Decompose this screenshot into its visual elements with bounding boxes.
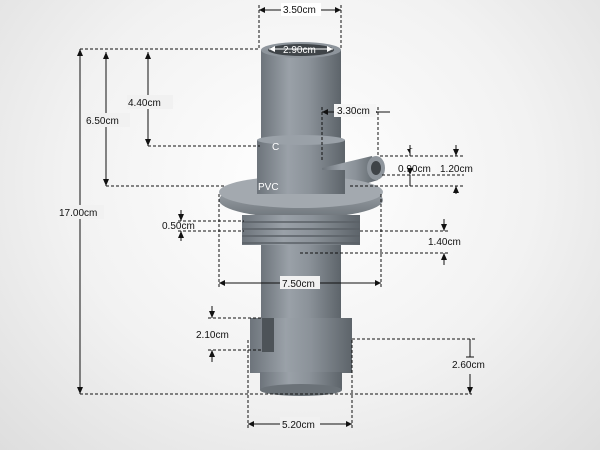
total-height-label: 17.00cm: [59, 208, 97, 219]
flange-thickness-label: 0.50cm: [162, 221, 195, 232]
dim-flange-thickness: 0.50cm: [162, 210, 244, 241]
side-outlet-offset-label: 3.30cm: [337, 106, 370, 117]
thread-section: [242, 215, 360, 245]
dim-total-height: 17.00cm: [58, 48, 472, 395]
height-to-flange-label: 6.50cm: [86, 116, 119, 127]
dim-thread-length: 1.40cm: [300, 219, 461, 265]
side-outlet-diameter-label: 0.90cm: [398, 164, 431, 175]
thread-length-label: 1.40cm: [428, 237, 461, 248]
dim-height-to-ring: 4.40cm: [127, 52, 260, 147]
dim-top-outer: 3.50cm: [258, 3, 342, 48]
top-inner-label: 2.90cm: [283, 45, 316, 56]
part-marking: C: [272, 142, 279, 153]
dim-side-outlet: 0.90cm 1.20cm: [350, 145, 473, 194]
part-text: PVC: [258, 182, 279, 193]
side-outlet-height-label: 1.20cm: [440, 164, 473, 175]
pipe-fitting-part: C PVC: [219, 42, 385, 396]
dim-height-to-flange: 6.50cm: [84, 52, 225, 187]
top-outer-label: 3.50cm: [283, 5, 316, 16]
top-tube-bore: [268, 44, 334, 56]
dim-lower-collar-height: 2.60cm: [352, 338, 485, 394]
lower-slot-label: 2.10cm: [196, 330, 229, 341]
dim-lower-collar-diameter: 5.20cm: [247, 340, 353, 431]
height-to-ring-label: 4.40cm: [128, 98, 161, 109]
lower-collar-diameter-label: 5.20cm: [282, 420, 315, 431]
dim-flange-diameter: 7.50cm: [218, 194, 382, 290]
lower-slot: [262, 318, 274, 352]
dim-top-inner: 2.90cm: [269, 45, 333, 56]
dim-side-outlet-offset: 3.30cm: [321, 104, 390, 160]
flange-diameter-label: 7.50cm: [282, 279, 315, 290]
dim-lower-slot: 2.10cm: [196, 306, 262, 362]
upper-collar-top: [257, 135, 345, 145]
lower-collar-height-label: 2.60cm: [452, 360, 485, 371]
